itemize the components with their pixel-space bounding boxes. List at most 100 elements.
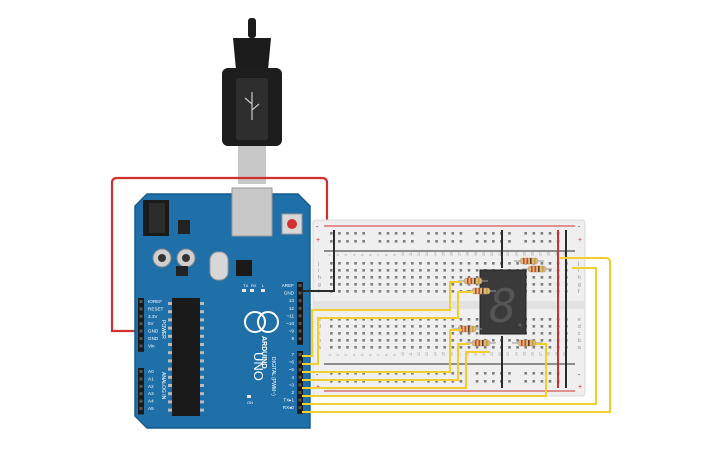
chip-pin [168, 408, 172, 412]
column-number: 30 [563, 252, 567, 256]
digital-pin-top-socket[interactable] [298, 314, 302, 318]
rail-hole [443, 240, 446, 243]
wire-yellow-pin7[interactable] [302, 281, 462, 357]
digital-pin-top-socket[interactable] [298, 329, 302, 333]
resistor-band [482, 340, 484, 346]
row-letter: b [318, 338, 321, 344]
breadboard-hole [467, 269, 471, 272]
digital-pin-bottom-label: TX▸1 [283, 398, 294, 403]
arduino-uno-board[interactable]: ARDUINO UNO DIGITAL (PWM~) POWER ANALOG … [134, 187, 311, 429]
breadboard-hole [394, 318, 398, 321]
wire-yellow-pin6[interactable] [302, 291, 474, 365]
rail-hole [378, 372, 382, 375]
resistor-4[interactable] [522, 265, 552, 273]
rail-hole [540, 240, 544, 243]
analog-pin-socket[interactable] [139, 399, 143, 403]
column-number: 24 [514, 252, 518, 256]
breadboard-hole [548, 262, 552, 265]
resistor-7[interactable] [512, 339, 542, 347]
usb-cable-neck [233, 38, 271, 70]
analog-pin-label: A1 [148, 376, 154, 381]
breadboard-hole [459, 346, 463, 349]
digital-pin-bottom-socket[interactable] [298, 360, 302, 364]
digital-pin-top-socket[interactable] [298, 299, 302, 303]
seven-segment-display[interactable]: 8 [479, 269, 527, 335]
column-number: 17 [458, 252, 462, 256]
digital-pin-bottom-socket[interactable] [298, 353, 302, 356]
digital-pin-bottom-socket[interactable] [298, 383, 302, 387]
wire-red-5v[interactable] [110, 176, 329, 333]
rail-minus-label-bottom-right: - [578, 372, 581, 379]
wire-yellow-pin0[interactable] [302, 257, 611, 413]
wire-black-gnd[interactable] [302, 230, 335, 292]
digital-pin-bottom-socket[interactable] [298, 375, 302, 379]
analog-pin-socket[interactable] [139, 407, 143, 410]
power-pin-socket[interactable] [139, 344, 143, 348]
digital-pin-bottom-socket[interactable] [298, 391, 302, 394]
usb-cable[interactable] [222, 18, 282, 184]
power-pin-socket[interactable] [139, 314, 143, 318]
chip-pin [168, 302, 172, 305]
crystal-oscillator [209, 251, 229, 281]
column-number: 21 [490, 352, 494, 356]
wire-yellow-pin2[interactable] [302, 343, 547, 397]
digital-pin-bottom-socket[interactable] [298, 368, 302, 372]
digital-pin-top-socket[interactable] [298, 306, 302, 310]
breadboard-hole [427, 325, 430, 328]
column-number: 28 [547, 252, 551, 256]
breadboard-hole [419, 346, 422, 349]
yellow-signal-wires[interactable] [302, 257, 611, 413]
rail-hole [394, 232, 398, 235]
breadboard-hole [411, 262, 414, 265]
digital-pin-top-socket[interactable] [298, 322, 302, 325]
wire-yellow-pin5[interactable] [302, 329, 462, 373]
wire-yellow-pin1[interactable] [302, 267, 597, 405]
column-number: 2 [336, 254, 340, 256]
rail-hole [338, 372, 341, 375]
rail-hole [330, 372, 333, 375]
digital-pin-bottom-socket[interactable] [298, 406, 302, 410]
breadboard-hole [378, 290, 382, 293]
breadboard-hole [532, 346, 536, 349]
digital-pin-top-socket[interactable] [298, 337, 302, 341]
column-number: 4 [352, 354, 356, 356]
resistor-1[interactable] [458, 277, 488, 285]
power-pin-socket[interactable] [139, 322, 143, 326]
resistor-6[interactable] [466, 339, 496, 347]
wire-yellow-pin4[interactable] [302, 343, 470, 381]
analog-pin-socket[interactable] [139, 377, 143, 381]
on-led [247, 395, 251, 398]
resistors[interactable] [452, 257, 552, 347]
digital-pin-top-socket[interactable] [298, 284, 302, 287]
analog-pin-socket[interactable] [139, 384, 143, 388]
rail-hole [475, 372, 479, 375]
rail-hole [346, 232, 349, 235]
analog-pin-socket[interactable] [139, 392, 143, 396]
digital-header-title: DIGITAL (PWM~) [270, 357, 276, 396]
breadboard-hole [338, 346, 341, 349]
rail-hole [354, 232, 357, 235]
digital-pin-top-socket[interactable] [298, 291, 302, 295]
power-pin-socket[interactable] [139, 329, 143, 333]
chip-pin [168, 326, 172, 330]
breadboard-hole [540, 318, 544, 321]
wire-yellow-pin3[interactable] [302, 351, 490, 389]
analog-pin-socket[interactable] [139, 370, 143, 373]
digital-pin-top-label: 8 [291, 336, 294, 341]
power-pin-socket[interactable] [139, 307, 143, 311]
resistor-3[interactable] [514, 257, 544, 265]
power-pin-socket[interactable] [139, 300, 143, 303]
analog-pin-label: A3 [148, 391, 154, 396]
breadboard-hole [370, 339, 374, 342]
power-pin-label: GND [148, 336, 159, 341]
power-pin-socket[interactable] [139, 337, 143, 340]
breadboard-hole [378, 276, 382, 279]
rail-hole [346, 372, 349, 375]
chip-pin [200, 343, 204, 346]
breadboard-hole [548, 283, 552, 286]
digital-pin-bottom-socket[interactable] [298, 398, 302, 402]
